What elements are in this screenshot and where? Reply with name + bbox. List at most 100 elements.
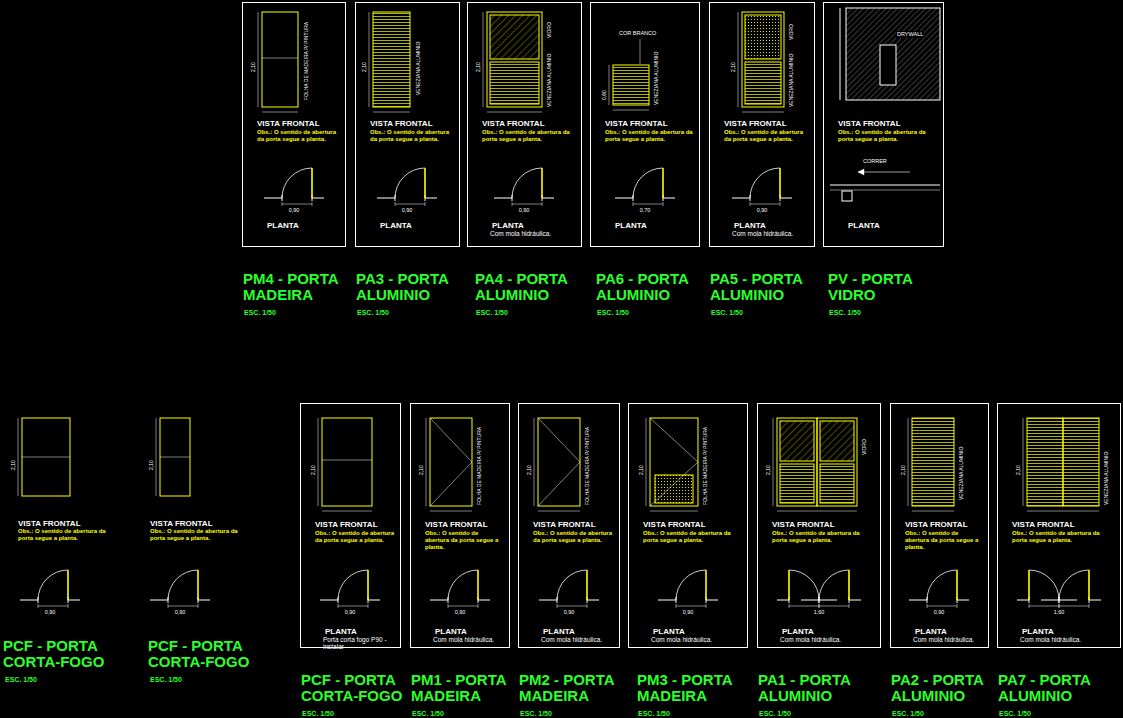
hardware-note: Com mola hidráulica. (433, 636, 509, 643)
dimension: 0,90 (455, 609, 466, 615)
dimension: 0,90 (345, 609, 356, 615)
opening-note: Obs.: O sentido de abertura da porta seg… (605, 129, 693, 143)
drawing-label: CORRER (862, 158, 888, 165)
plan-label: PLANTA (915, 627, 947, 636)
hardware-note: Com mola hidráulica. (1020, 636, 1120, 643)
scale-note: ESC. 1/50 (892, 710, 924, 718)
plan-label: PLANTA (435, 627, 467, 636)
plan-label: PLANTA (325, 627, 357, 636)
opening-note: Obs.: O sentido de abertura da porta seg… (643, 530, 741, 544)
door-title: PA4 - PORTA ALUMINIO (475, 271, 593, 303)
dimension: 2,10 (361, 62, 367, 72)
hardware-note: Com mola hidráulica. (913, 636, 988, 643)
drawing-label: VIDRO (788, 24, 794, 40)
door-title: PCF - PORTA CORTA-FOGO (148, 638, 266, 670)
drawing-label: FOLHA DE MADEIRA P/ PINTURA (702, 427, 708, 505)
opening-note: Obs.: O sentido de abertura da porta seg… (482, 129, 575, 143)
dimension: 0,90 (564, 609, 575, 615)
plan-label: PLANTA (782, 627, 814, 636)
opening-note: Obs.: O sentido de abertura da porta seg… (425, 530, 503, 551)
opening-note: Obs.: O sentido de abertura da porta seg… (257, 129, 339, 143)
hardware-note: Com mola hidráulica. (732, 230, 814, 237)
plan-label: PLANTA (543, 627, 575, 636)
view-label: VISTA FRONTAL (838, 119, 901, 128)
scale-note: ESC. 1/50 (357, 309, 389, 317)
plan-label: PLANTA (653, 627, 685, 636)
door-title: PCF - PORTA CORTA-FOGO (3, 638, 121, 670)
dimension: 0,70 (640, 207, 651, 213)
opening-note: Obs.: O sentido de abertura da porta seg… (533, 530, 613, 544)
plan-label: PLANTA (615, 221, 647, 230)
scale-note: ESC. 1/50 (412, 710, 444, 718)
drawing-label: VENEZIANA ALUMINIO (415, 42, 421, 95)
door-title: PA6 - PORTA ALUMINIO (596, 271, 714, 303)
door-title: PA2 - PORTA ALUMINIO (891, 672, 1009, 704)
hardware-note: Com mola hidráulica. (490, 230, 581, 237)
plan-label: PLANTA (267, 221, 299, 230)
hardware-note: Com mola hidráulica. (780, 636, 880, 643)
view-label: VISTA FRONTAL (533, 520, 596, 529)
scale-note: ESC. 1/50 (244, 309, 276, 317)
dimension: 2,10 (1015, 465, 1021, 475)
hardware-note: Porta corta fogo P90 - instalar (323, 636, 400, 650)
scale-note: ESC. 1/50 (597, 309, 629, 317)
door-title: PM4 - PORTA MADEIRA (243, 271, 361, 303)
drawing-label: FOLHA DE MADEIRA P/ PINTURA (476, 427, 482, 505)
view-label: VISTA FRONTAL (370, 119, 433, 128)
scale-note: ESC. 1/50 (520, 710, 552, 718)
dimension: 0,90 (289, 207, 300, 213)
door-title: PA3 - PORTA ALUMINIO (356, 271, 474, 303)
door-panel: VISTA FRONTALObs.: O sentido de abertura… (823, 2, 944, 247)
scale-note: ESC. 1/50 (476, 309, 508, 317)
scale-note: ESC. 1/50 (711, 309, 743, 317)
dimension: 2,10 (250, 62, 256, 72)
dimension: 0,90 (175, 609, 186, 615)
view-label: VISTA FRONTAL (772, 520, 835, 529)
drawing-label: DRYWALL (896, 31, 924, 38)
scale-note: ESC. 1/50 (150, 676, 182, 684)
dimension: 2,10 (900, 465, 906, 475)
dimension: 1,60 (1054, 609, 1065, 615)
door-title: PCF - PORTA CORTA-FOGO (301, 672, 419, 704)
scale-note: ESC. 1/50 (759, 710, 791, 718)
view-label: VISTA FRONTAL (905, 520, 968, 529)
scale-note: ESC. 1/50 (829, 309, 861, 317)
view-label: VISTA FRONTAL (425, 520, 488, 529)
opening-note: Obs.: O sentido de abertura da porta seg… (905, 530, 982, 551)
plan-label: PLANTA (380, 221, 412, 230)
dimension: 2,10 (148, 460, 154, 470)
scale-note: ESC. 1/50 (638, 710, 670, 718)
dimension: 2,10 (765, 465, 771, 475)
door-title: PA7 - PORTA ALUMINIO (998, 672, 1116, 704)
dimension: 0,90 (519, 207, 530, 213)
dimension: 2,10 (475, 62, 481, 72)
scale-note: ESC. 1/50 (302, 710, 334, 718)
scale-note: ESC. 1/50 (5, 676, 37, 684)
view-label: VISTA FRONTAL (643, 520, 706, 529)
dimension: 0,60 (601, 90, 607, 100)
door-title: PA1 - PORTA ALUMINIO (758, 672, 876, 704)
drawing-label: FOLHA DE MADEIRA P/ PINTURA (303, 22, 309, 100)
drawing-label: COR BRANCO (618, 30, 657, 37)
opening-note: Obs.: O sentido de abertura da porta seg… (772, 530, 874, 544)
drawing-label: VENEZIANA ALUMINIO (1103, 452, 1109, 505)
hardware-note: Com mola hidráulica. (541, 636, 619, 643)
view-label: VISTA FRONTAL (150, 519, 213, 528)
door-title: PM3 - PORTA MADEIRA (637, 672, 755, 704)
drawing-label: VIDRO (861, 439, 867, 455)
door-title: PA5 - PORTA ALUMINIO (710, 271, 828, 303)
drawing-label: VENEZIANA ALUMINIO (653, 52, 659, 105)
dimension: 2,10 (310, 465, 316, 475)
drawing-label: VENEZIANA ALUMINIO (546, 54, 552, 107)
opening-note: Obs.: O sentido de abertura da porta seg… (370, 129, 453, 143)
view-label: VISTA FRONTAL (482, 119, 545, 128)
door-title: PV - PORTA VIDRO (828, 271, 946, 303)
plan-label: PLANTA (1022, 627, 1054, 636)
door-title: PM1 - PORTA MADEIRA (411, 672, 529, 704)
view-label: VISTA FRONTAL (724, 119, 787, 128)
dimension: 0,90 (934, 609, 945, 615)
dimension: 0,90 (757, 207, 768, 213)
view-label: VISTA FRONTAL (315, 520, 378, 529)
view-label: VISTA FRONTAL (257, 119, 320, 128)
